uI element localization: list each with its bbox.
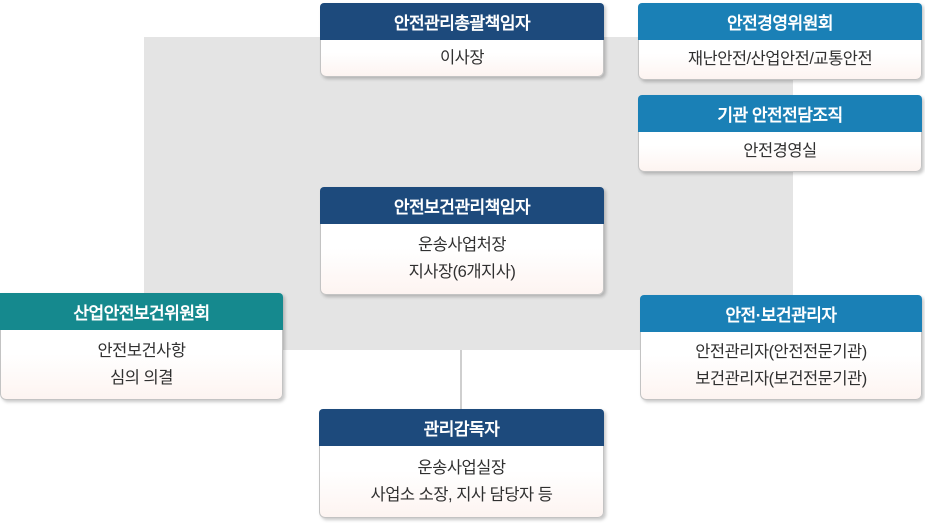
box-line: 운송사업실장 (417, 458, 506, 477)
box-header: 안전·보건관리자 (640, 295, 922, 332)
box-body: 운송사업처장 지사장(6개지사) (320, 224, 604, 295)
box-safety-management-general-manager: 안전관리총괄책임자 이사장 (320, 3, 604, 77)
box-header: 기관 안전전담조직 (638, 95, 922, 132)
box-safety-health-manager: 안전·보건관리자 안전관리자(안전전문기관) 보건관리자(보건전문기관) (640, 295, 922, 400)
box-title: 산업안전보건위원회 (73, 304, 210, 323)
box-line: 지사장(6개지사) (408, 263, 516, 281)
box-safety-management-committee: 안전경영위원회 재난안전/산업안전/교통안전 (638, 3, 922, 80)
box-line: 심의 의결 (110, 368, 173, 387)
box-body: 재난안전/산업안전/교통안전 (638, 40, 922, 80)
box-title: 기관 안전전담조직 (717, 106, 843, 125)
box-header: 안전경영위원회 (638, 3, 922, 40)
box-header: 산업안전보건위원회 (0, 293, 283, 330)
box-supervisor: 관리감독자 운송사업실장 사업소 소장, 지사 담당자 등 (319, 409, 604, 518)
box-line: 보건관리자(보건전문기관) (695, 369, 867, 388)
box-line: 재난안전/산업안전/교통안전 (687, 50, 873, 68)
box-safety-health-management-manager: 안전보건관리책임자 운송사업처장 지사장(6개지사) (320, 187, 604, 295)
box-title: 안전경영위원회 (727, 14, 833, 33)
box-line: 이사장 (439, 48, 485, 67)
box-body: 운송사업실장 사업소 소장, 지사 담당자 등 (319, 446, 604, 518)
box-title: 안전·보건관리자 (725, 306, 837, 325)
box-line: 운송사업처장 (417, 236, 507, 254)
box-body: 안전보건사항 심의 의결 (0, 330, 283, 400)
box-header: 관리감독자 (319, 409, 604, 446)
box-header: 안전보건관리책임자 (320, 187, 604, 224)
box-body: 이사장 (320, 40, 604, 77)
box-line: 안전관리자(안전전문기관) (695, 342, 867, 361)
box-line: 안전보건사항 (97, 341, 186, 360)
box-industrial-safety-health-committee: 산업안전보건위원회 안전보건사항 심의 의결 (0, 293, 283, 400)
box-line: 안전경영실 (743, 142, 817, 160)
box-title: 관리감독자 (423, 420, 500, 439)
box-line: 사업소 소장, 지사 담당자 등 (370, 485, 553, 504)
box-body: 안전경영실 (638, 132, 922, 172)
box-title: 안전보건관리책임자 (393, 198, 531, 217)
box-institution-safety-dedicated-org: 기관 안전전담조직 안전경영실 (638, 95, 922, 172)
box-header: 안전관리총괄책임자 (320, 3, 604, 40)
connector-line-supervisor (460, 350, 462, 409)
box-title: 안전관리총괄책임자 (393, 14, 531, 33)
box-body: 안전관리자(안전전문기관) 보건관리자(보건전문기관) (640, 332, 922, 400)
